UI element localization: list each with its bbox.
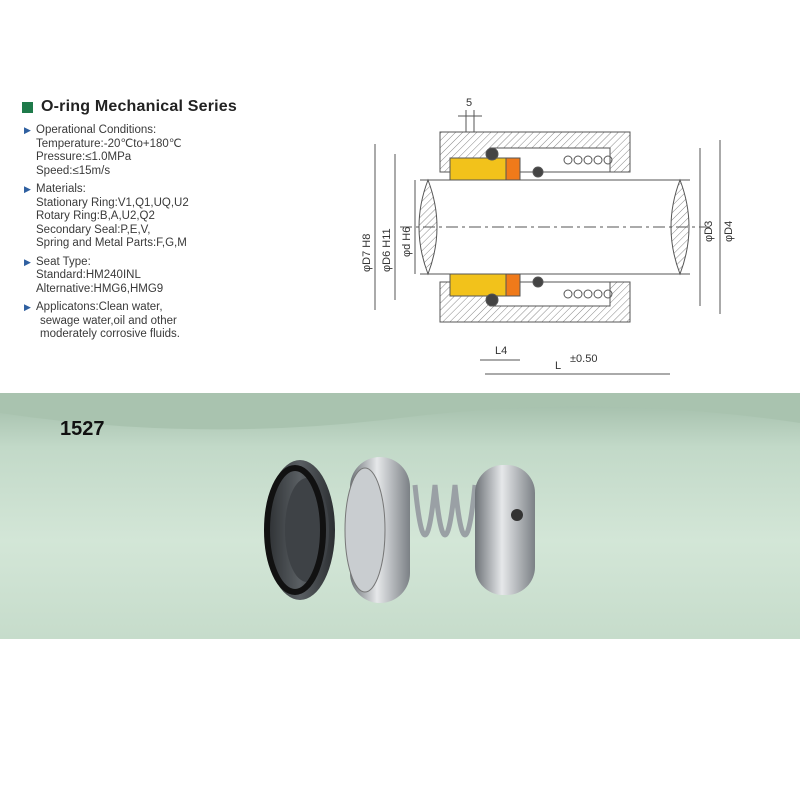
dim-d7-label: φD7 H8: [361, 234, 373, 272]
dim-d6-label: φD6 H11: [381, 228, 393, 272]
stationary-ring-bottom: [449, 273, 507, 297]
operational-group: ▶ Operational Conditions: Temperature:-20…: [24, 124, 344, 178]
applications-group: ▶ Applicatons:Clean water, sewage water,o…: [24, 301, 344, 342]
seat-ring: [264, 460, 335, 600]
temperature-spec: Temperature:-20℃to+180℃: [36, 137, 182, 150]
rotary-ring-bottom: [505, 273, 521, 297]
spring: [412, 484, 478, 538]
o-ring-top: [485, 147, 499, 161]
spec-list: ▶ Operational Conditions: Temperature:-20…: [24, 124, 344, 347]
dim-d3-label: φD3: [703, 221, 715, 242]
seat-standard: Standard:HM240INL: [36, 269, 141, 281]
applications-line-3: moderately corrosive fluids.: [40, 328, 180, 340]
spring-metal-spec: Spring and Metal Parts:F,G,M: [36, 237, 187, 249]
dim-tol-label: ±0.50: [570, 353, 597, 365]
dim-top-label: 5: [466, 97, 472, 109]
applications-line-2: sewage water,oil and other: [40, 314, 177, 327]
rotary-head: [344, 457, 410, 603]
speed-spec: Speed:≤15m/s: [36, 164, 111, 177]
seal-cross-section-drawing: 5 φD7 H8 φD6 H11 φd H6 φD3 φD4 L4 L ±0.5…: [361, 97, 735, 375]
triangle-bullet-icon: ▶: [24, 256, 31, 267]
triangle-bullet-icon: ▶: [24, 184, 31, 194]
seat-group: ▶ Seat Type: Standard:HM240INL Alternativ…: [24, 256, 344, 297]
seat-alternative: Alternative:HMG6,HMG9: [36, 282, 164, 295]
spring-retainer: [475, 465, 535, 595]
materials-heading: Materials:: [36, 183, 86, 195]
series-title: O-ring Mechanical Series: [22, 98, 237, 116]
series-title-text: O-ring Mechanical Series: [41, 98, 237, 115]
seat-heading: Seat Type:: [36, 255, 91, 268]
spring-coils-top: [563, 155, 613, 165]
stationary-ring-top: [449, 157, 507, 181]
materials-group: ▶Materials: Stationary Ring:V1,Q1,UQ,U2 …: [24, 183, 344, 251]
rotary-ring-spec: Rotary Ring:B,A,U2,Q2: [36, 210, 155, 222]
dim-d-label: φd H6: [401, 227, 413, 257]
pressure-spec: Pressure:≤1.0MPa: [36, 151, 132, 163]
triangle-bullet-icon: ▶: [24, 125, 31, 135]
applications-line-1: Applicatons:Clean water,: [36, 301, 163, 313]
band-wave-decoration: [0, 393, 800, 430]
o-ring-bottom: [485, 293, 499, 307]
triangle-bullet-icon: ▶: [24, 302, 31, 312]
set-screw-icon: [511, 509, 523, 521]
green-square-icon: [22, 101, 33, 113]
seal-product-image: [264, 457, 535, 603]
operational-heading: Operational Conditions:: [36, 124, 157, 136]
dim-l-label: L: [555, 360, 561, 372]
dim-l4-label: L4: [495, 345, 507, 357]
rotary-ring-top: [505, 157, 521, 181]
dim-d4-label: φD4: [723, 221, 735, 242]
stationary-ring-spec: Stationary Ring:V1,Q1,UQ,U2: [36, 196, 189, 209]
spring-coils-bottom: [563, 289, 613, 299]
secondary-seal-spec: Secondary Seal:P,E,V,: [36, 223, 151, 236]
model-number: 1527: [60, 418, 105, 440]
